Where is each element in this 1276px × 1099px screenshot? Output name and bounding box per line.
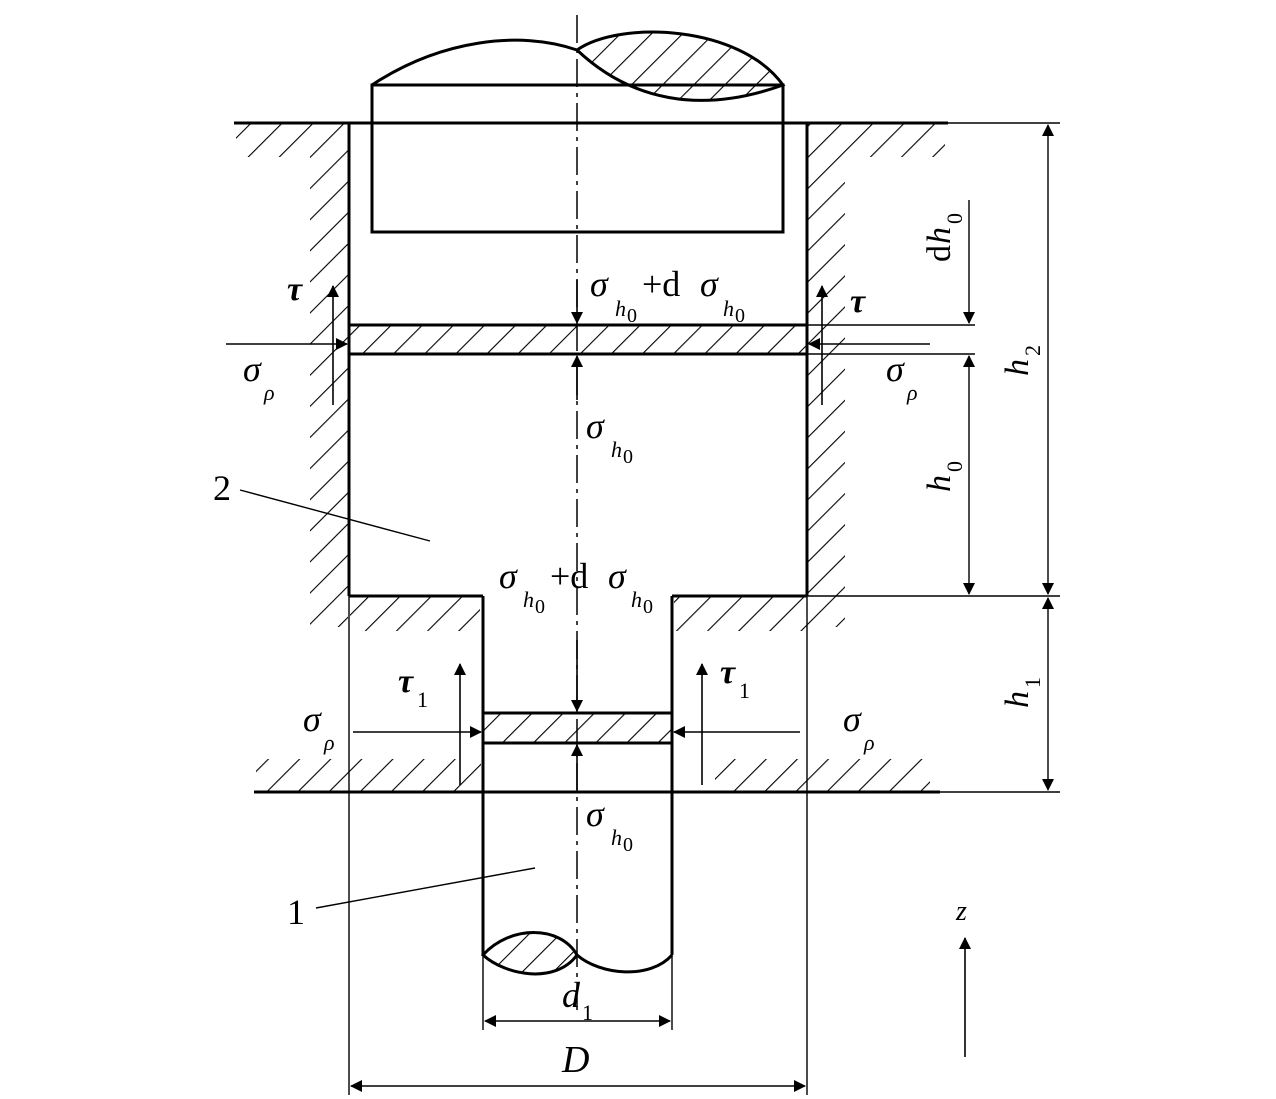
svg-text:h: h bbox=[611, 437, 622, 462]
svg-text:σ: σ bbox=[303, 699, 322, 739]
svg-text:ρ: ρ bbox=[906, 380, 918, 405]
svg-text:σ: σ bbox=[843, 699, 862, 739]
dimension-lines-bottom bbox=[348, 596, 808, 1095]
label-tau1-left: τ 1 bbox=[398, 663, 428, 712]
label-sigma-h0-bottom: σ h 0 bbox=[586, 794, 633, 856]
svg-text:h: h bbox=[999, 359, 1036, 376]
svg-text:0: 0 bbox=[643, 596, 653, 618]
svg-text:+d: +d bbox=[550, 556, 588, 596]
part-label-1: 1 bbox=[287, 892, 305, 932]
label-h0: h 0 bbox=[921, 461, 967, 492]
label-sigma-h0-plus-dsigma-top: σ h 0 +d σ h 0 bbox=[590, 264, 745, 327]
label-d1: d 1 bbox=[562, 975, 593, 1025]
svg-text:τ: τ bbox=[398, 663, 414, 700]
svg-text:0: 0 bbox=[623, 834, 633, 856]
svg-text:+d: +d bbox=[642, 264, 680, 304]
label-tau1-right: τ 1 bbox=[720, 654, 750, 703]
svg-text:σ: σ bbox=[590, 264, 609, 304]
label-dh0: d h 0 bbox=[921, 213, 967, 262]
svg-text:d: d bbox=[562, 975, 581, 1015]
svg-text:h: h bbox=[921, 227, 958, 244]
label-h1: h 1 bbox=[999, 677, 1045, 708]
label-sigma-rho-upper-right: σ ρ bbox=[886, 349, 918, 405]
svg-text:σ: σ bbox=[586, 794, 605, 834]
svg-text:τ: τ bbox=[720, 654, 736, 691]
svg-text:0: 0 bbox=[942, 213, 967, 224]
label-sigma-rho-lower-left: σ ρ bbox=[303, 699, 335, 755]
svg-text:h: h bbox=[631, 587, 642, 612]
svg-text:h: h bbox=[999, 691, 1036, 708]
svg-text:h: h bbox=[611, 825, 622, 850]
svg-text:σ: σ bbox=[886, 349, 905, 389]
die-outline bbox=[234, 121, 948, 955]
part-label-2: 2 bbox=[213, 468, 231, 508]
label-sigma-h0-middle: σ h 0 bbox=[586, 406, 633, 468]
label-tau-left: τ bbox=[287, 271, 303, 308]
svg-text:2: 2 bbox=[1020, 345, 1045, 356]
label-D: D bbox=[561, 1039, 589, 1081]
svg-text:1: 1 bbox=[582, 1000, 593, 1025]
svg-text:σ: σ bbox=[243, 349, 262, 389]
svg-text:h: h bbox=[723, 296, 734, 321]
leader-lines bbox=[239, 489, 536, 909]
label-sigma-rho-upper-left: σ ρ bbox=[243, 349, 275, 405]
svg-text:σ: σ bbox=[608, 556, 627, 596]
svg-text:1: 1 bbox=[739, 678, 750, 703]
svg-text:σ: σ bbox=[499, 556, 518, 596]
svg-text:h: h bbox=[523, 587, 534, 612]
punch bbox=[370, 30, 786, 234]
svg-text:σ: σ bbox=[586, 406, 605, 446]
svg-text:0: 0 bbox=[942, 461, 967, 472]
label-h2: h 2 bbox=[999, 345, 1045, 376]
wall-stress-arrows bbox=[226, 285, 930, 785]
svg-text:1: 1 bbox=[417, 687, 428, 712]
svg-text:1: 1 bbox=[1020, 677, 1045, 688]
svg-text:0: 0 bbox=[535, 596, 545, 618]
label-tau-right: τ bbox=[850, 283, 866, 320]
dimension-lines-right bbox=[807, 122, 1060, 793]
svg-text:h: h bbox=[615, 296, 626, 321]
svg-text:ρ: ρ bbox=[863, 730, 875, 755]
svg-text:h: h bbox=[921, 475, 958, 492]
svg-text:0: 0 bbox=[627, 305, 637, 327]
die-hatching bbox=[236, 123, 945, 792]
svg-text:σ: σ bbox=[700, 264, 719, 304]
svg-text:0: 0 bbox=[735, 305, 745, 327]
svg-text:ρ: ρ bbox=[323, 730, 335, 755]
svg-text:d: d bbox=[921, 245, 958, 262]
upper-element bbox=[347, 323, 809, 356]
svg-text:0: 0 bbox=[623, 446, 633, 468]
label-z: z bbox=[955, 896, 967, 927]
label-sigma-rho-lower-right: σ ρ bbox=[843, 699, 875, 755]
label-sigma-h0-plus-dsigma-middle: σ h 0 +d σ h 0 bbox=[499, 556, 653, 618]
svg-text:ρ: ρ bbox=[263, 380, 275, 405]
